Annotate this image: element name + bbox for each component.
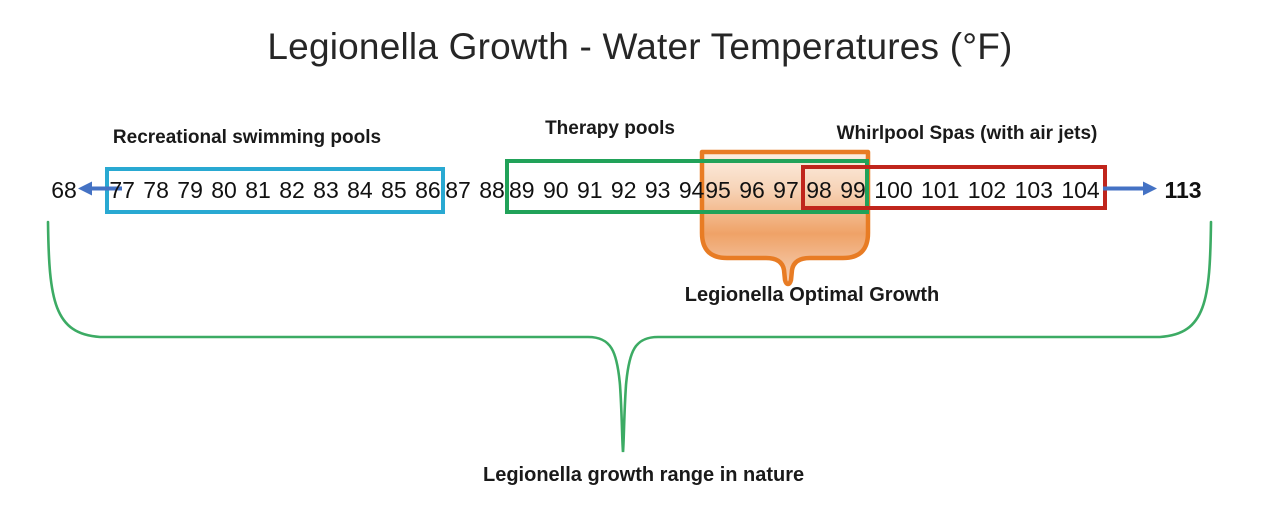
growth-range-label: Legionella growth range in nature <box>483 464 805 486</box>
whirlpool-spas-label: Whirlpool Spas (with air jets) <box>836 123 1098 144</box>
recreational-range-box <box>105 167 445 214</box>
numberline-green-range: 89 90 91 92 93 94 <box>509 177 705 203</box>
numberline-between-range: 87 88 <box>445 177 505 203</box>
numberline-right-end: 113 <box>1164 177 1202 203</box>
recreational-pools-label: Recreational swimming pools <box>112 127 382 148</box>
numberline-optimal-range: 95 96 97 <box>705 177 799 203</box>
numberline-optimal-red-range: 98 99 <box>806 177 866 203</box>
therapy-pools-label: Therapy pools <box>545 118 675 139</box>
page-title: Legionella Growth - Water Temperatures (… <box>267 26 1013 67</box>
optimal-growth-label: Legionella Optimal Growth <box>684 284 940 306</box>
numberline-red-range: 100 101 102 103 104 <box>874 177 1100 203</box>
numberline-blue-range: 77 78 79 80 81 82 83 84 85 86 <box>109 177 441 203</box>
numberline-left-end: 68 <box>51 177 77 203</box>
right-arrow-icon <box>1103 181 1157 196</box>
